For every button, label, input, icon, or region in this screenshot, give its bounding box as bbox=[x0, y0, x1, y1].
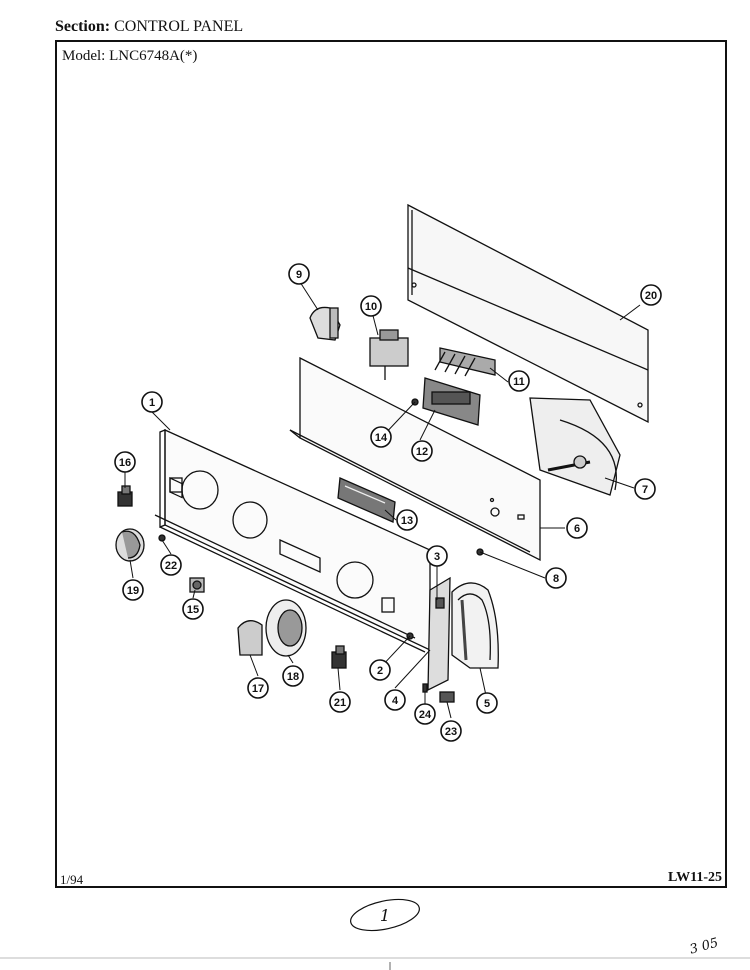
callout-4: 4 bbox=[384, 689, 406, 711]
callout-9: 9 bbox=[288, 263, 310, 285]
diagram-frame bbox=[55, 40, 727, 888]
callout-10: 10 bbox=[360, 295, 382, 317]
callout-label-2: 2 bbox=[377, 665, 383, 677]
callout-label-14: 14 bbox=[375, 432, 388, 444]
handwritten-oval-mark: 1 bbox=[350, 898, 420, 932]
dial-part-18 bbox=[265, 599, 307, 657]
end-bracket-part bbox=[427, 576, 451, 692]
screw-part-24 bbox=[422, 683, 428, 693]
callout-label-8: 8 bbox=[553, 573, 559, 585]
section-label: Section: bbox=[55, 18, 111, 35]
callout-label-18: 18 bbox=[287, 671, 299, 683]
callout-label-23: 23 bbox=[445, 726, 457, 738]
circled-mark-text: 1 bbox=[380, 906, 390, 925]
callout-15: 15 bbox=[182, 598, 204, 620]
callout-5: 5 bbox=[476, 692, 498, 714]
end-cap-part bbox=[451, 582, 499, 669]
callout-label-5: 5 bbox=[484, 698, 490, 710]
callout-label-6: 6 bbox=[574, 523, 580, 535]
terminal-block-part bbox=[434, 347, 496, 377]
callout-8: 8 bbox=[545, 567, 567, 589]
callout-19: 19 bbox=[122, 579, 144, 601]
callout-label-7: 7 bbox=[642, 484, 648, 496]
footer-page-code: LW11-25 bbox=[668, 870, 722, 885]
knob-part-17 bbox=[237, 620, 263, 656]
corner-mark-text: 3 05 bbox=[688, 936, 720, 958]
control-board-part bbox=[422, 377, 481, 426]
model-value: LNC6748A(*) bbox=[109, 48, 198, 64]
callout-24: 24 bbox=[414, 703, 436, 725]
callout-14: 14 bbox=[370, 426, 392, 448]
model-line: Model: LNC6748A(*) bbox=[62, 48, 197, 65]
switch-part-16 bbox=[117, 485, 133, 507]
callout-label-19: 19 bbox=[127, 585, 139, 597]
callout-label-4: 4 bbox=[392, 695, 399, 707]
callout-17: 17 bbox=[247, 677, 269, 699]
callout-6: 6 bbox=[566, 517, 588, 539]
callout-label-1: 1 bbox=[149, 397, 155, 409]
callout-2: 2 bbox=[369, 659, 391, 681]
callout-18: 18 bbox=[282, 665, 304, 687]
knob-part-19 bbox=[115, 528, 145, 562]
callout-22: 22 bbox=[160, 554, 182, 576]
callout-label-16: 16 bbox=[119, 457, 131, 469]
timer-bracket-part bbox=[529, 397, 621, 496]
selector-switch-part bbox=[309, 306, 341, 341]
callout-3: 3 bbox=[426, 545, 448, 567]
callout-label-12: 12 bbox=[416, 446, 428, 458]
callout-label-3: 3 bbox=[434, 551, 440, 563]
button-part-15 bbox=[189, 577, 205, 593]
callout-11: 11 bbox=[508, 370, 530, 392]
callout-label-11: 11 bbox=[513, 376, 525, 388]
model-label: Model: bbox=[62, 48, 106, 64]
callout-label-15: 15 bbox=[187, 604, 199, 616]
callout-label-10: 10 bbox=[365, 301, 377, 313]
callout-21: 21 bbox=[329, 691, 351, 713]
callout-20: 20 bbox=[640, 284, 662, 306]
screw-part-22 bbox=[158, 534, 166, 542]
clip-part-23 bbox=[439, 691, 455, 703]
section-header: Section: CONTROL PANEL bbox=[55, 18, 243, 36]
footer-date: 1/94 bbox=[60, 872, 84, 887]
callout-23: 23 bbox=[440, 720, 462, 742]
callout-label-13: 13 bbox=[401, 515, 413, 527]
callout-13: 13 bbox=[396, 509, 418, 531]
relay-part bbox=[369, 329, 409, 380]
callouts: 1 2 3 4 5 6 7 8 9 10 11 12 13 14 15 16 1… bbox=[114, 263, 662, 742]
callout-label-20: 20 bbox=[645, 290, 657, 302]
switch-part-21 bbox=[331, 645, 347, 669]
callout-label-17: 17 bbox=[252, 683, 264, 695]
callout-label-21: 21 bbox=[334, 697, 346, 709]
section-value: CONTROL PANEL bbox=[114, 18, 244, 35]
callout-7: 7 bbox=[634, 478, 656, 500]
callout-label-22: 22 bbox=[165, 560, 177, 572]
callout-1: 1 bbox=[141, 391, 163, 413]
callout-16: 16 bbox=[114, 451, 136, 473]
callout-label-9: 9 bbox=[296, 269, 302, 281]
rear-panel-part bbox=[407, 203, 649, 424]
display-module-part bbox=[337, 477, 396, 523]
callout-12: 12 bbox=[411, 440, 433, 462]
callout-label-24: 24 bbox=[419, 709, 432, 721]
